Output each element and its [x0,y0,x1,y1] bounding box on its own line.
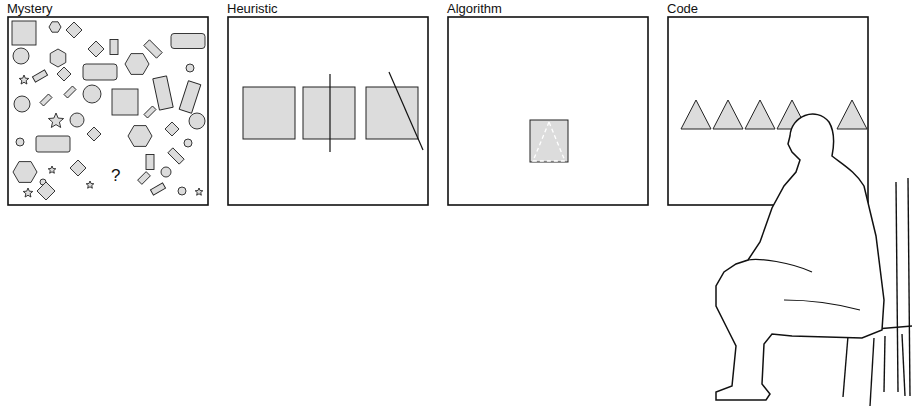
mystery-shape [125,54,149,75]
mystery-shape [153,76,173,110]
panel: Code [668,17,868,205]
mystery-shape [70,113,84,127]
mystery-shape [171,34,205,49]
panel-heading: Heuristic [227,1,278,16]
mystery-shape [150,183,165,195]
panel-border [228,17,428,205]
mystery-shape [16,138,24,146]
triangle [681,100,711,129]
panel: Heuristic [228,17,428,205]
square [243,87,295,139]
mystery-shape [83,85,101,103]
mystery-shape [161,167,171,177]
mystery-shape [195,188,203,195]
square [303,87,355,139]
mystery-shape [49,22,61,32]
triangle [745,100,775,129]
mystery-shape [13,162,37,183]
panel-heading: Mystery [7,1,53,16]
heuristic-squares [243,72,423,152]
panel-heading: Code [667,1,698,16]
mystery-shape [83,64,117,80]
dashed-triangle [533,122,565,161]
code-triangles [681,100,867,129]
seated-person [716,114,912,406]
mystery-shape [57,67,71,81]
cut-line [389,72,423,150]
mystery-shape [179,81,201,114]
mystery-shape [110,40,118,55]
mystery-shapes [12,21,205,200]
chair-line [896,182,898,392]
mystery-shape [184,139,192,147]
mystery-shape [165,122,179,136]
mystery-shape [23,188,33,197]
square [530,120,568,162]
mystery-shape [168,148,184,164]
mystery-shape [40,94,52,106]
person-silhouette [716,114,884,400]
cut-line [329,74,330,152]
mystery-shape [50,49,66,67]
mystery-shape [13,48,29,64]
mystery-shape [37,182,55,200]
panel: Algorithm [448,17,648,205]
triangle [837,100,867,129]
chair-line [843,336,848,397]
panel-border [8,17,208,205]
mystery-shape [32,70,47,82]
mystery-shape [70,160,86,176]
mystery-shape [112,89,138,115]
mystery-shape [138,172,151,185]
panel-border [448,17,648,205]
mystery-shape [186,64,194,72]
chair-line [902,334,905,396]
mystery-shape [189,113,205,129]
mystery-shape [144,106,156,118]
mystery-shape [48,166,56,173]
chair-line [870,338,874,406]
mystery-shape [87,127,101,141]
panel-heading: Algorithm [447,1,502,16]
mystery-shape [88,41,104,57]
triangle [713,100,743,129]
chair-line [908,178,910,396]
square [366,87,418,139]
mystery-shape [12,21,36,45]
chair-line [884,336,885,392]
mystery-shape [48,113,63,127]
mystery-shape [14,96,30,112]
mystery-shape [128,126,152,147]
mystery-shape [64,86,76,98]
question-mark: ? [111,167,120,185]
mystery-shape [144,40,162,58]
mystery-shape [66,22,82,38]
mystery-shape [146,155,154,170]
mystery-shape [86,181,94,188]
person-detail [748,260,860,311]
mystery-shape [36,136,70,152]
mystery-shape [178,187,186,195]
algorithm-square [530,120,568,162]
panel: Mystery [8,17,208,205]
mystery-shape [19,75,29,84]
